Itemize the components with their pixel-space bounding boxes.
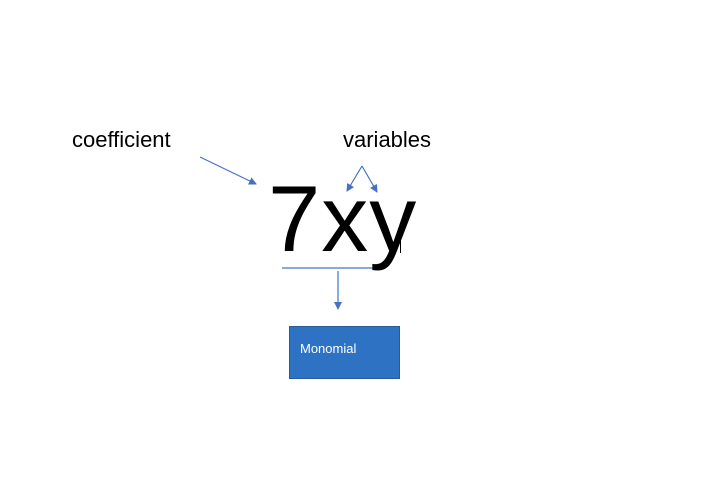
monomial-label: Monomial (300, 341, 357, 356)
monomial-expression: 7xy (268, 166, 418, 271)
text-cursor (400, 241, 401, 253)
monomial-box: Monomial (289, 326, 400, 379)
coefficient-arrow (199, 156, 257, 185)
coefficient-label: coefficient (72, 127, 171, 152)
variables-label: variables (343, 127, 432, 152)
